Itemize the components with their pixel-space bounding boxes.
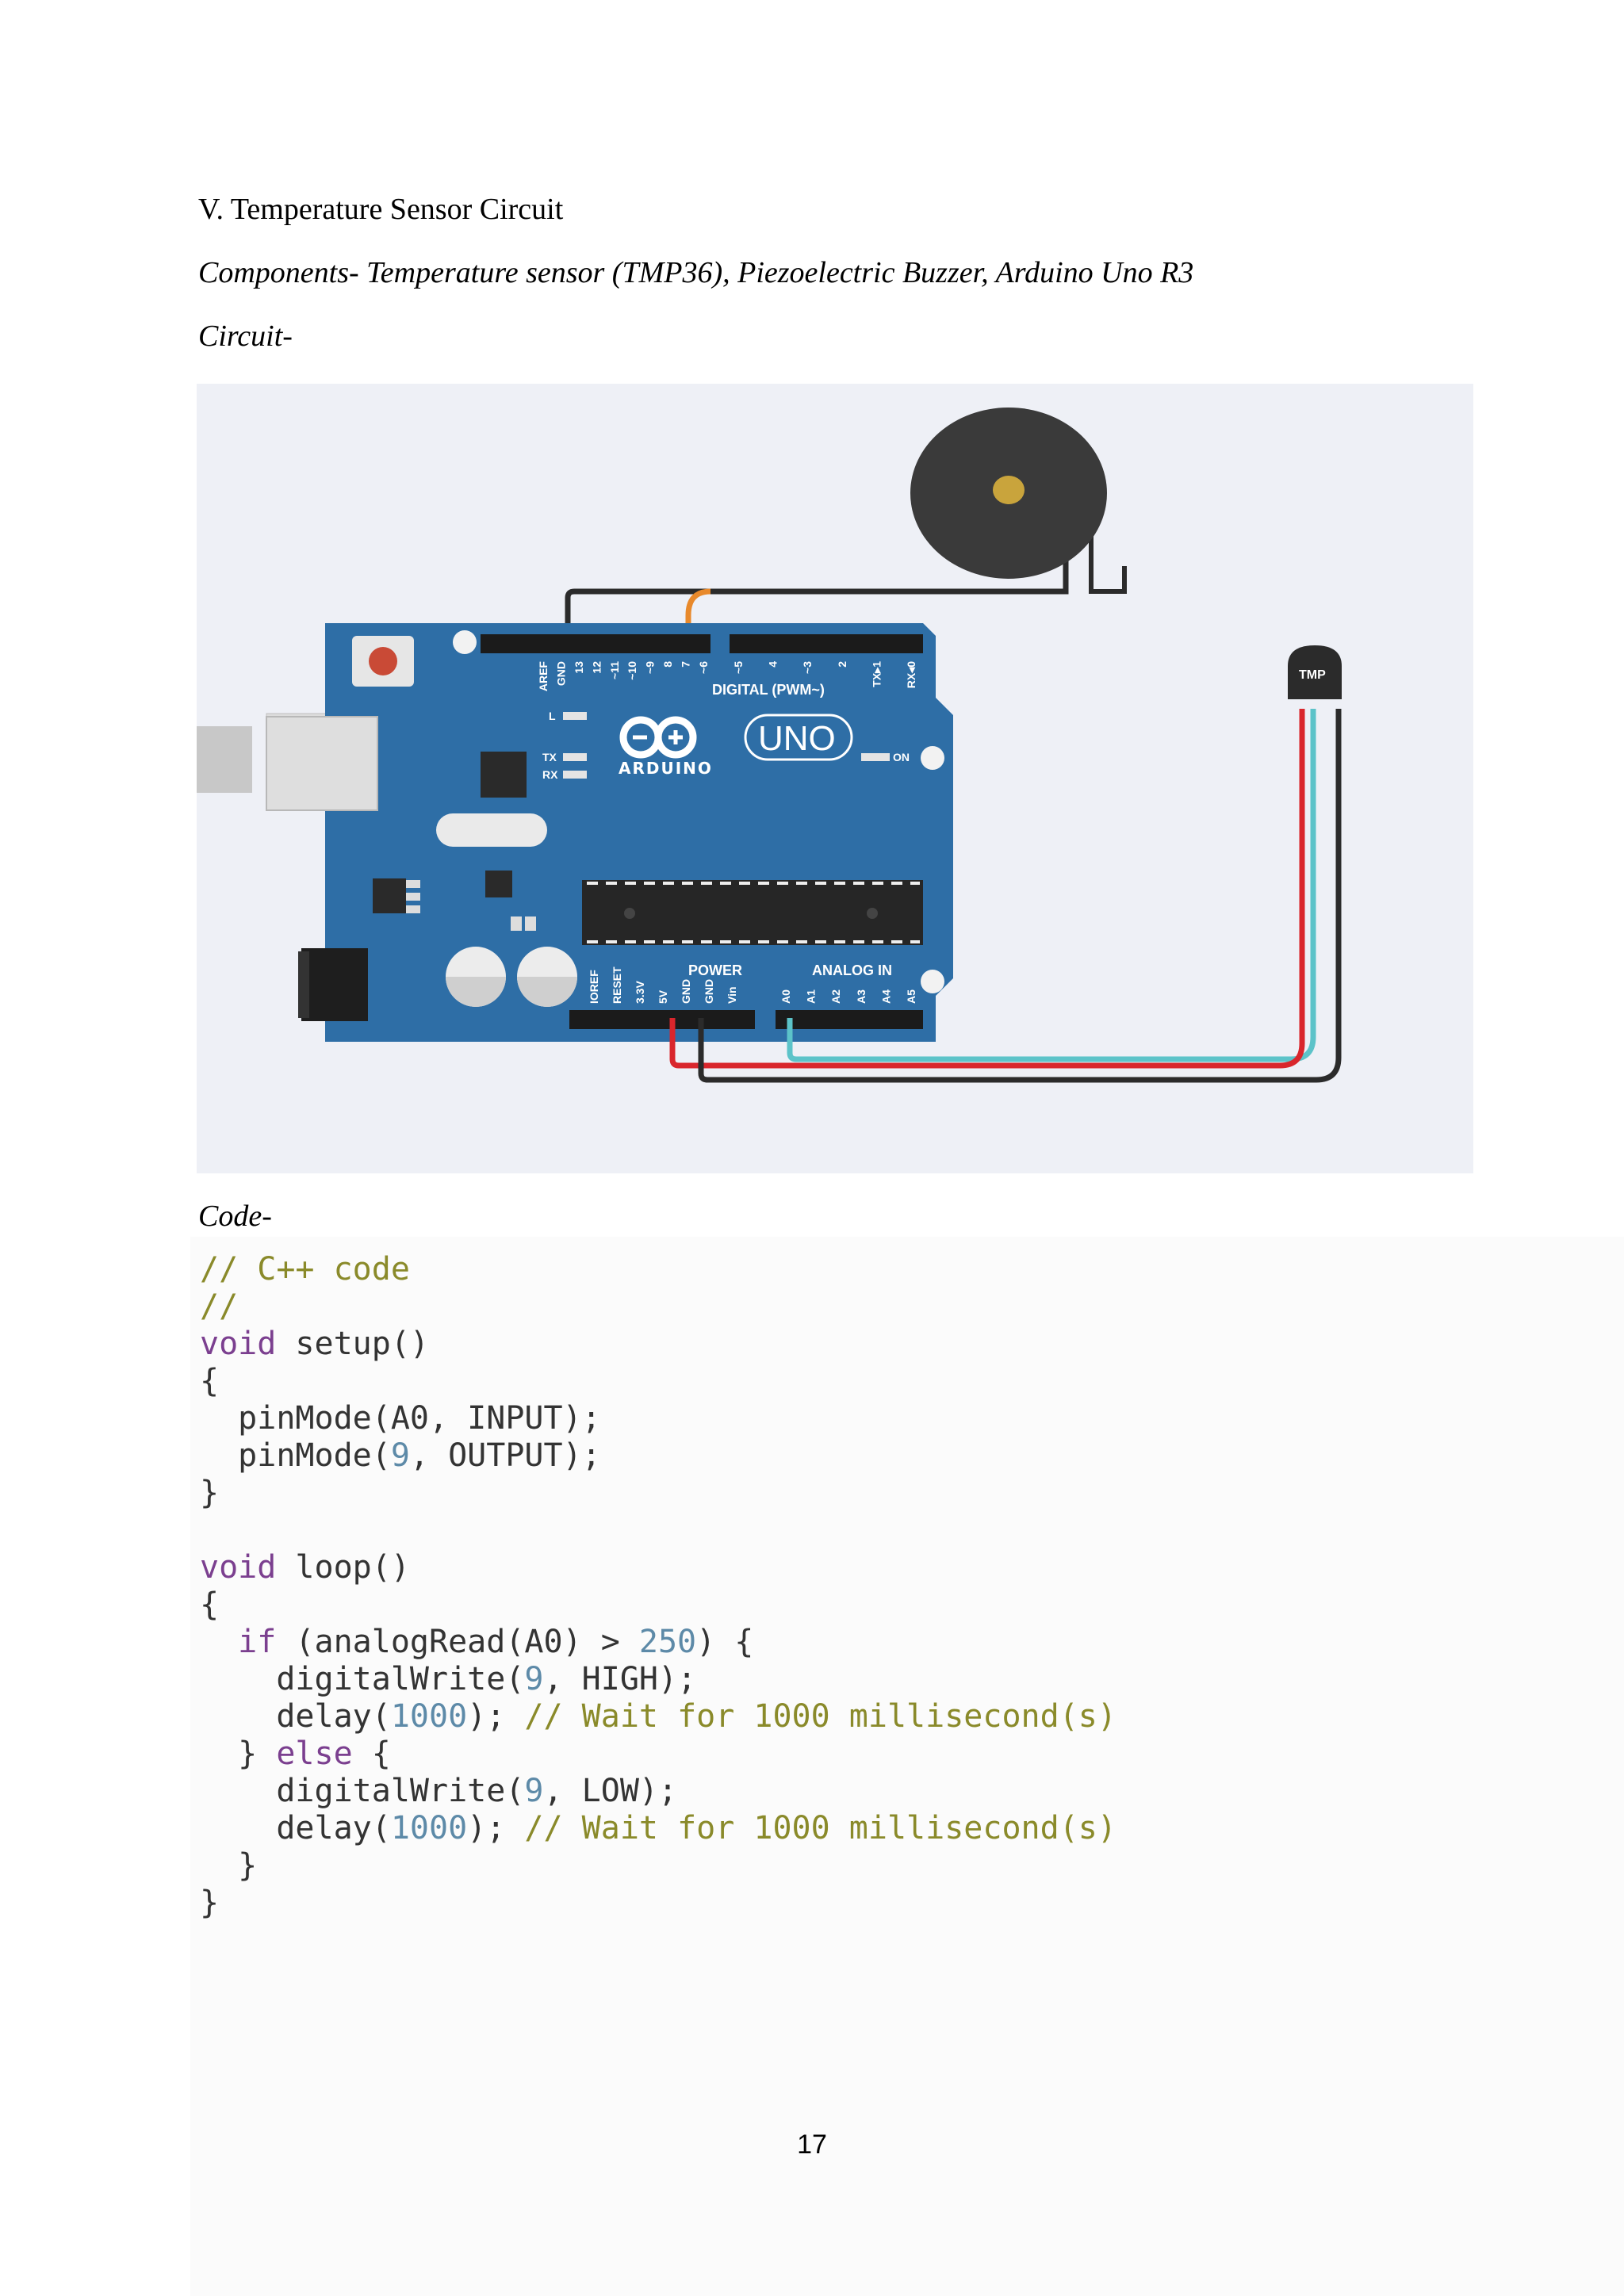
usb-cable xyxy=(197,726,252,793)
power-label: POWER xyxy=(688,962,742,978)
digital-pin-label: ~5 xyxy=(732,661,745,674)
analog-pin-label: A4 xyxy=(879,989,892,1004)
power-header xyxy=(569,1010,755,1029)
power-pin-label: 5V xyxy=(657,989,669,1004)
digital-pin-label: ~6 xyxy=(697,661,710,674)
crystal xyxy=(436,813,547,847)
led-tx-label: TX xyxy=(542,751,557,763)
usb-jack xyxy=(266,716,378,811)
led-on-label: ON xyxy=(893,751,910,763)
code-line-delay: delay(1000); // Wait for 1000 millisecon… xyxy=(200,1698,1116,1735)
power-pin-label: GND xyxy=(680,979,692,1004)
digital-header-left xyxy=(481,634,710,653)
code-brace: } xyxy=(200,1847,258,1884)
led-l xyxy=(563,712,587,720)
dc-jack xyxy=(301,948,368,1021)
digital-pin-label: TX▸1 xyxy=(870,661,883,687)
reset-button-cap xyxy=(369,647,397,675)
temperature-sensor xyxy=(1288,645,1342,699)
section-heading: V. Temperature Sensor Circuit xyxy=(198,193,564,226)
digital-pin-label: 13 xyxy=(573,661,585,674)
code-comment: // C++ code xyxy=(200,1251,410,1288)
digital-pin-label: 4 xyxy=(767,661,779,668)
code-line-if: if (analogRead(A0) > 250) { xyxy=(200,1624,754,1660)
dc-jack-front xyxy=(298,951,309,1018)
page-number: 17 xyxy=(797,2130,827,2160)
analog-pin-label: A2 xyxy=(829,989,842,1004)
led-rx-label: RX xyxy=(542,768,558,781)
signal-wire-cyan xyxy=(787,709,1316,1062)
code-line-loop: void loop() xyxy=(200,1549,410,1586)
code-line-delay: delay(1000); // Wait for 1000 millisecon… xyxy=(200,1810,1116,1846)
regulator xyxy=(373,878,406,913)
code-line-digitalwrite-low: digitalWrite(9, LOW); xyxy=(200,1773,678,1809)
code-line-else: } else { xyxy=(200,1735,391,1772)
uno-badge xyxy=(744,714,853,761)
digital-pin-label: 7 xyxy=(680,661,692,668)
arduino-board xyxy=(325,623,953,1042)
analog-pin-label: A0 xyxy=(779,989,792,1004)
digital-pin-label: ~11 xyxy=(608,661,621,679)
atmega-chip xyxy=(582,880,923,945)
digital-header-right xyxy=(730,634,923,653)
code-brace: } xyxy=(200,1885,220,1921)
digital-pin-label: GND xyxy=(554,661,567,686)
buzzer-orange-wire xyxy=(685,588,711,645)
arduino-logo-icon xyxy=(619,716,697,759)
power-wire-red xyxy=(669,709,1305,1069)
digital-pin-label: 2 xyxy=(836,661,848,668)
code-line-pinmode-9: pinMode(9, OUTPUT); xyxy=(200,1437,601,1474)
analog-pin-label: A1 xyxy=(805,989,818,1004)
led-rx xyxy=(563,771,587,779)
digital-pin-label: ~9 xyxy=(644,661,657,674)
power-pin-label: IOREF xyxy=(588,970,600,1004)
buzzer-center xyxy=(993,476,1025,504)
code-block: // C++ code // void setup() { pinMode(A0… xyxy=(190,1237,1624,2296)
code-line-setup: void setup() xyxy=(200,1326,429,1362)
code-brace: { xyxy=(200,1586,220,1623)
mounting-hole xyxy=(921,970,944,993)
led-l-label: L xyxy=(549,710,556,722)
analog-header xyxy=(776,1010,923,1029)
mounting-hole xyxy=(453,630,477,654)
digital-pin-label: RX◂0 xyxy=(905,661,917,688)
code-keyword: void xyxy=(200,1549,277,1586)
ground-wire-black xyxy=(698,709,1342,1083)
small-chip xyxy=(485,871,512,897)
usb-chip xyxy=(481,752,527,798)
mounting-hole xyxy=(921,746,944,770)
digital-pin-label: AREF xyxy=(537,661,550,692)
digital-pin-label: 8 xyxy=(661,661,674,668)
code-line-pinmode-a0: pinMode(A0, INPUT); xyxy=(200,1400,601,1437)
power-pin-label: GND xyxy=(703,979,715,1004)
led-tx xyxy=(563,753,587,761)
code-comment: // xyxy=(200,1288,239,1325)
code-brace: } xyxy=(200,1475,220,1511)
buzzer-lead xyxy=(1089,534,1127,594)
code-keyword: void xyxy=(200,1326,277,1362)
sensor-label: TMP xyxy=(1299,668,1326,682)
code-label: Code- xyxy=(198,1200,272,1233)
digital-pin-label: ~10 xyxy=(626,661,638,680)
components-line: Components- Temperature sensor (TMP36), … xyxy=(198,256,1194,289)
power-pin-label: Vin xyxy=(726,986,738,1004)
led-on xyxy=(861,753,890,761)
buzzer-black-wire xyxy=(565,534,1069,645)
power-pin-label: RESET xyxy=(611,966,623,1004)
code-brace: { xyxy=(200,1363,220,1399)
analog-pin-label: A3 xyxy=(855,989,868,1004)
circuit-label: Circuit- xyxy=(198,320,293,353)
uno-model: UNO xyxy=(758,719,836,758)
code-line-digitalwrite-high: digitalWrite(9, HIGH); xyxy=(200,1661,697,1697)
arduino-brand: ARDUINO xyxy=(619,759,713,778)
analog-pin-label: A5 xyxy=(905,989,917,1004)
digital-pin-label: 12 xyxy=(590,661,603,674)
analog-in-label: ANALOG IN xyxy=(812,962,892,978)
power-pin-label: 3.3V xyxy=(634,981,646,1004)
digital-label: DIGITAL (PWM~) xyxy=(712,682,825,698)
digital-pin-label: ~3 xyxy=(801,661,814,674)
